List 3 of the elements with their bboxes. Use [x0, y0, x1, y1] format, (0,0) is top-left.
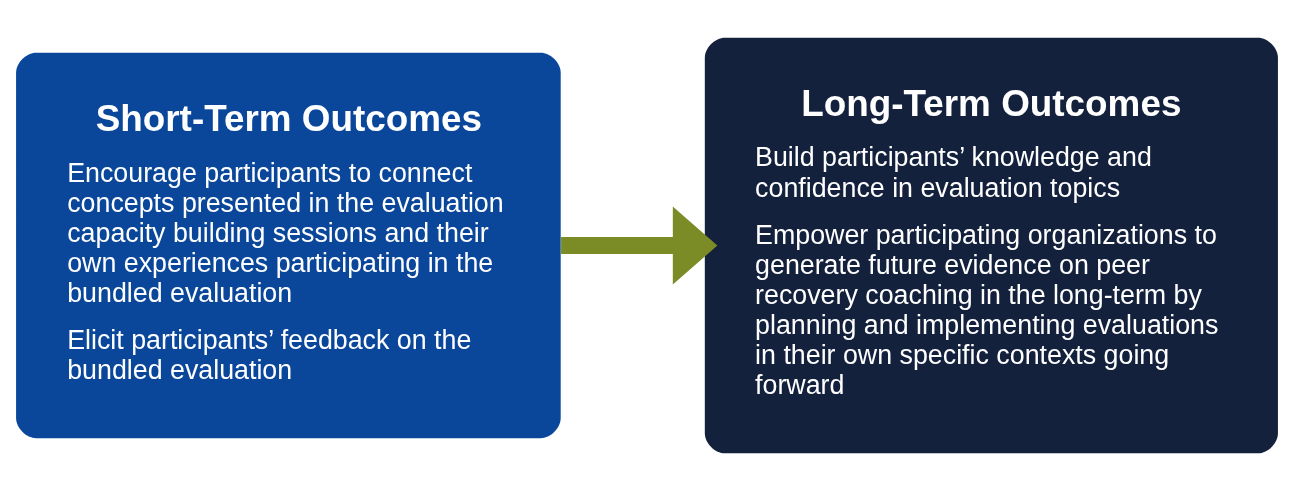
node-box: Short-Term Outcomes Encourage participants to connect concepts presented in the evaluation capacity building sessions and their own experiences participating in the bundled evaluation Elicit participants’ feedback on the bundled evaluation [16, 52, 561, 438]
arrow [561, 206, 718, 284]
node-box: Long-Term Outcomes Build participants’ knowledge and confidence in evaluation topics Empower participating organizations to generate future evidence on peer recovery coaching in the long-term by planning and implementing evaluations in their own specific contexts going forward [704, 37, 1278, 453]
